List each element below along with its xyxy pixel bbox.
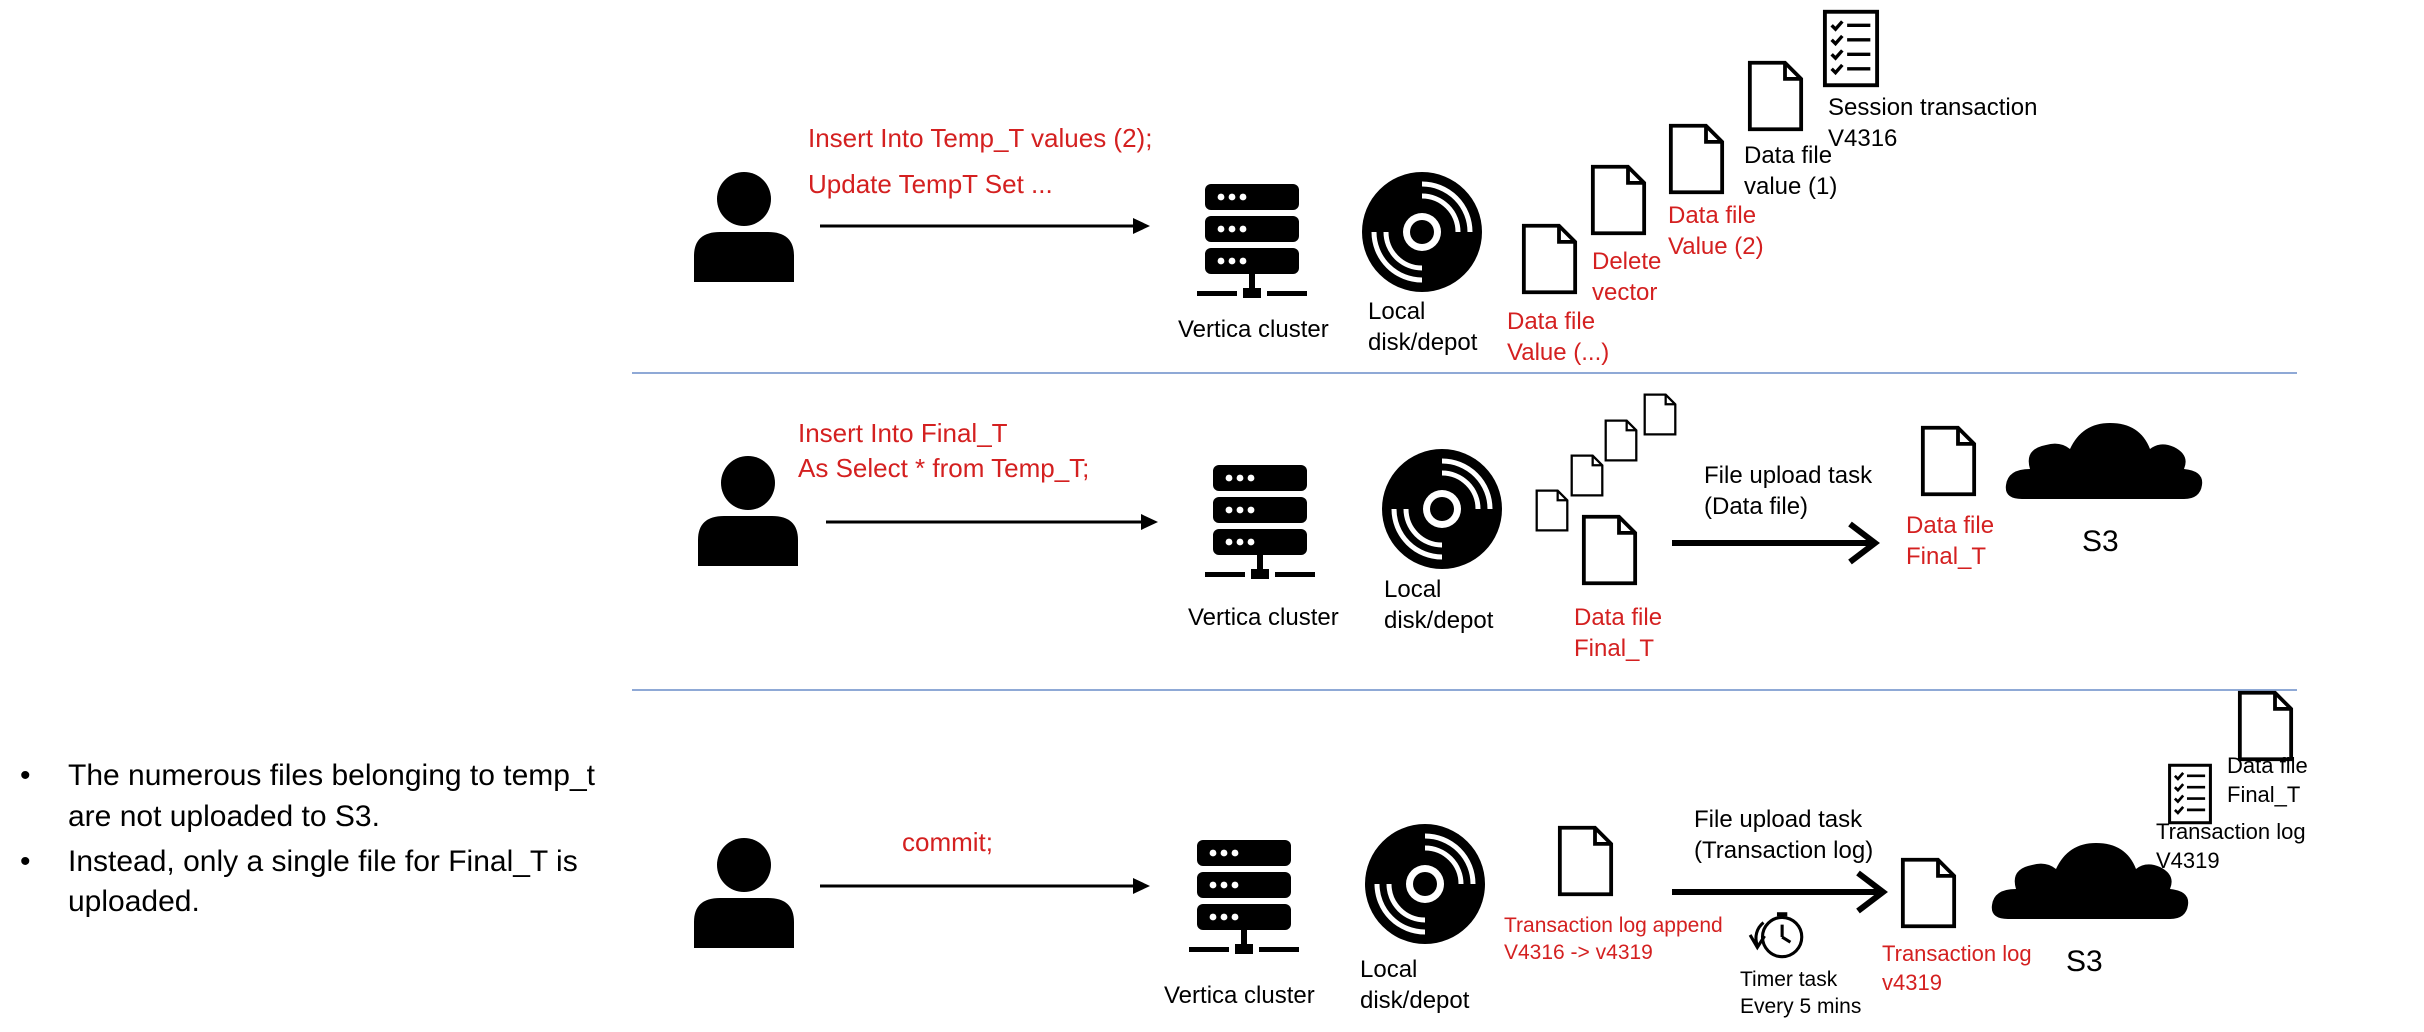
cluster-label: Vertica cluster — [1178, 316, 1329, 343]
document-icon — [1521, 223, 1578, 295]
document-icon — [1535, 489, 1569, 532]
timer-label: Timer task Every 5 mins — [1740, 968, 1862, 1019]
document-icon — [1668, 123, 1725, 195]
cluster-label: Vertica cluster — [1188, 604, 1339, 631]
upload-arrow-icon — [1672, 521, 1880, 565]
document-icon — [1747, 60, 1804, 132]
sql-line: Update TempT Set ... — [808, 169, 1053, 199]
note-item: • The numerous files belonging to temp_t… — [18, 756, 595, 838]
sql-line: As Select * from Temp_T; — [798, 453, 1090, 483]
document-icon — [1643, 393, 1677, 436]
server-icon — [1205, 465, 1315, 579]
upload-arrow-icon — [1672, 870, 1888, 914]
document-icon — [1920, 425, 1977, 497]
disk-icon — [1362, 172, 1482, 292]
disk-label: Local disk/depot — [1360, 956, 1470, 1015]
document-icon — [1900, 857, 1957, 929]
file-label: Data file value (1) — [1744, 142, 1838, 201]
cluster-label: Vertica cluster — [1164, 982, 1315, 1009]
transaction-log-label: Transaction log V4319 — [2156, 819, 2306, 873]
arrow-icon — [820, 218, 1150, 234]
cloud-icon — [2005, 423, 2203, 499]
document-icon — [1570, 454, 1604, 497]
bullet-icon: • — [20, 759, 31, 792]
disk-label: Local disk/depot — [1368, 298, 1478, 357]
disk-icon — [1365, 824, 1485, 944]
file-label: Delete vector — [1592, 248, 1662, 307]
document-icon — [1590, 164, 1647, 236]
file-label: Transaction log v4319 — [1882, 941, 2032, 995]
document-icon — [1581, 514, 1638, 586]
file-label: Transaction log append V4316 -> v4319 — [1504, 914, 1723, 965]
user-icon — [694, 172, 794, 282]
server-icon — [1189, 840, 1299, 954]
document-icon — [1557, 825, 1614, 897]
checklist-icon — [2167, 763, 2213, 825]
document-icon — [1604, 419, 1638, 462]
session-transaction-label: Session transaction V4316 — [1828, 94, 2038, 153]
timer-icon — [1748, 910, 1804, 959]
sql-line: commit; — [902, 827, 993, 857]
sql-line: Insert Into Final_T — [798, 418, 1008, 448]
s3-label: S3 — [2082, 525, 2119, 558]
s3-label: S3 — [2066, 945, 2103, 978]
file-label: Data file Value (...) — [1507, 308, 1610, 367]
note-text: Instead, only a single file for Final_T … — [68, 844, 578, 919]
arrow-icon — [826, 514, 1158, 530]
bullet-icon: • — [20, 844, 31, 878]
user-icon — [694, 838, 794, 948]
user-icon — [698, 456, 798, 566]
note-text: The numerous files belonging to temp_t a… — [68, 759, 595, 833]
file-label: Data file Final_T — [1574, 604, 1663, 663]
upload-task-label: File upload task (Transaction log) — [1694, 806, 1874, 865]
note-item: • Instead, only a single file for Final_… — [18, 842, 595, 924]
disk-icon — [1382, 449, 1502, 569]
file-label: Data file Final_T — [1906, 512, 1995, 571]
upload-task-label: File upload task (Data file) — [1704, 462, 1873, 521]
disk-label: Local disk/depot — [1384, 576, 1494, 635]
checklist-icon — [1825, 12, 1877, 85]
notes-list: • The numerous files belonging to temp_t… — [18, 756, 595, 927]
file-label: Data file Value (2) — [1668, 202, 1764, 261]
sql-line: Insert Into Temp_T values (2); — [808, 123, 1153, 153]
arrow-icon — [820, 878, 1150, 894]
server-icon — [1197, 184, 1307, 298]
document-icon — [2237, 690, 2294, 762]
file-label: Data file Final_T — [2227, 753, 2308, 807]
